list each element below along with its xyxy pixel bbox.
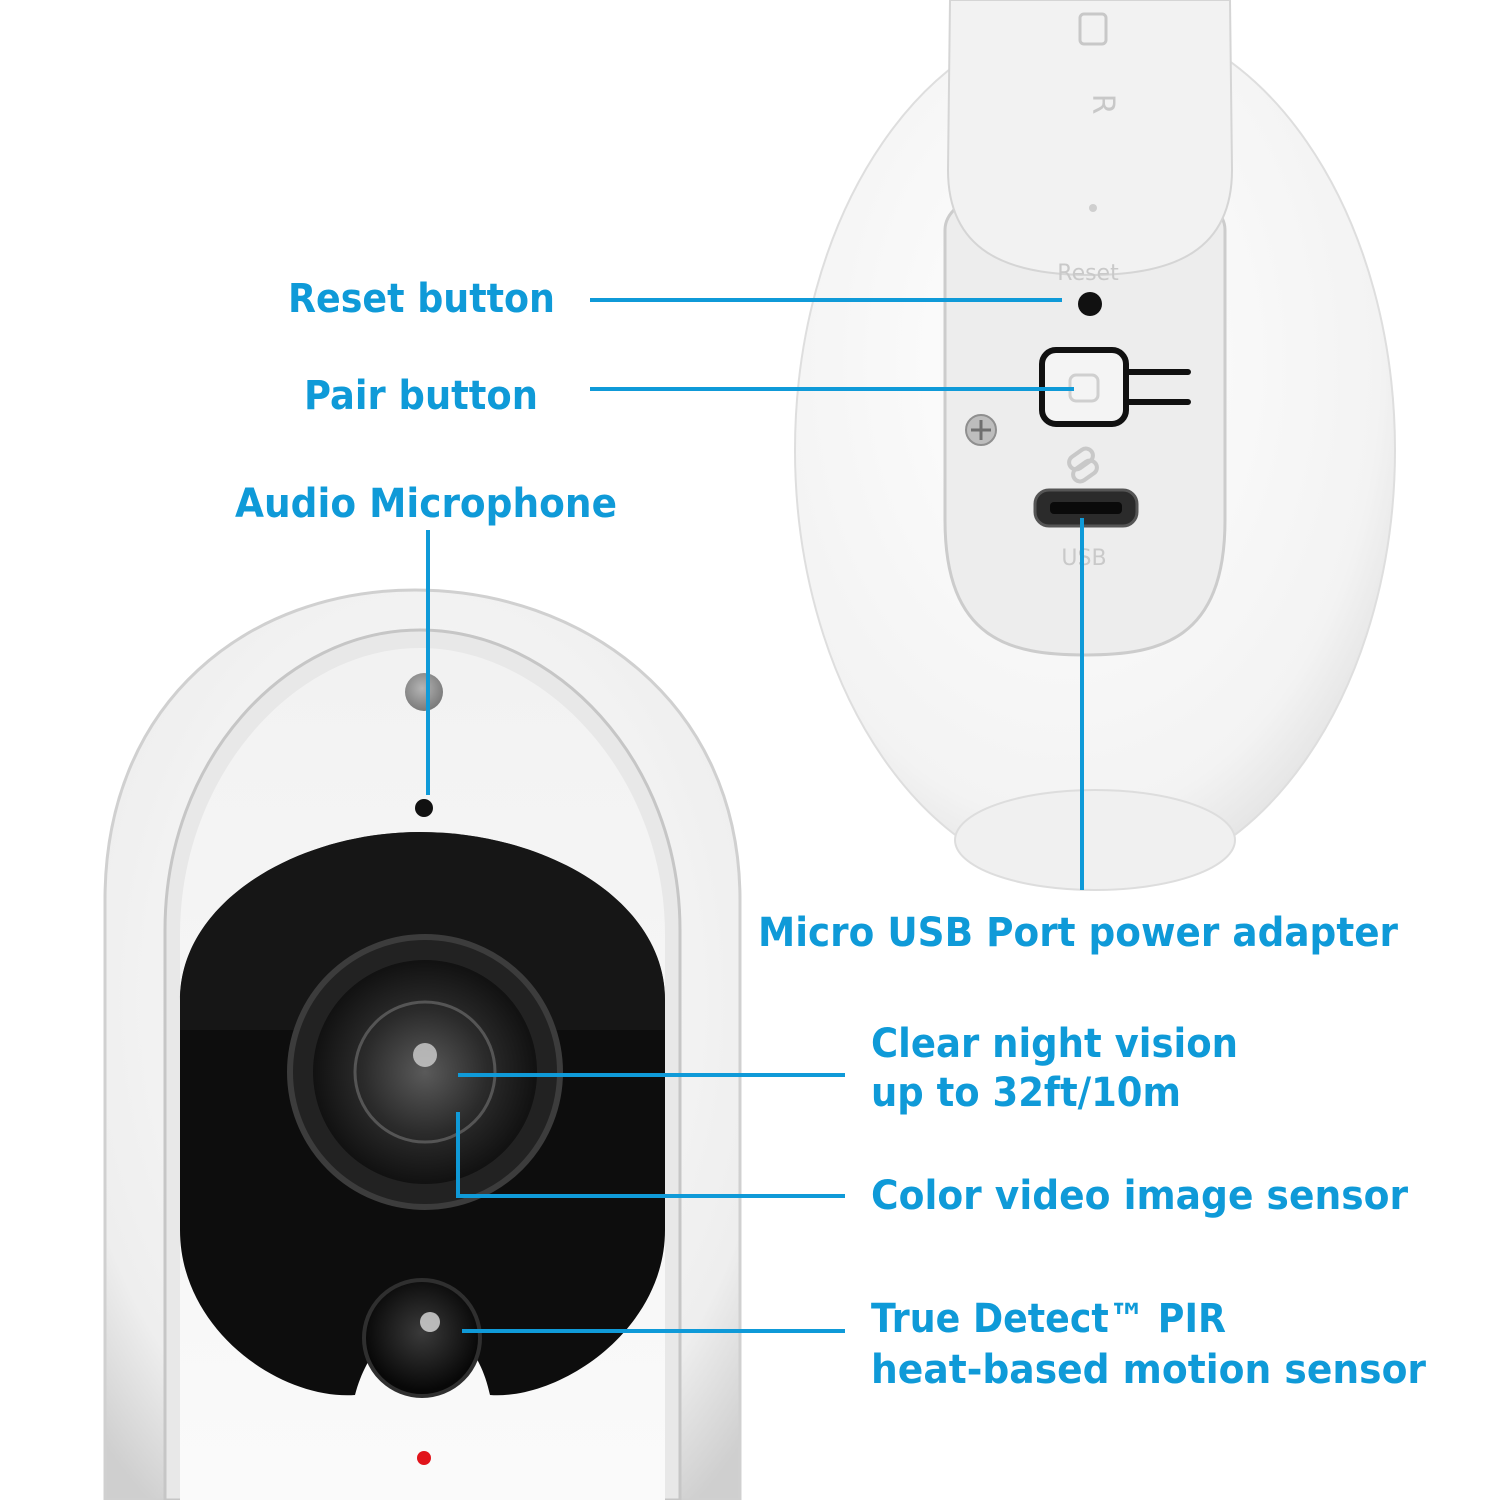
strap-embossed-r: R bbox=[1085, 94, 1120, 115]
label-night-line1: Clear night vision bbox=[871, 1021, 1238, 1067]
camera-lens-inner bbox=[353, 1000, 497, 1144]
ambient-light-sensor bbox=[405, 673, 443, 711]
pir-sensor-glint bbox=[420, 1312, 440, 1332]
pir-sensor bbox=[362, 1278, 482, 1398]
mount-device-back: R Reset USB bbox=[794, 0, 1396, 891]
label-night-line2: up to 32ft/10m bbox=[871, 1070, 1181, 1116]
label-pir-line1: True Detect™ PIR bbox=[871, 1296, 1226, 1342]
device-print-reset: Reset bbox=[1057, 261, 1119, 286]
screw-icon bbox=[965, 414, 997, 446]
strap-embossed-mark bbox=[1078, 12, 1108, 46]
camera-panel-glare bbox=[180, 832, 665, 1030]
status-led bbox=[417, 1451, 431, 1465]
camera-lens-core bbox=[413, 1043, 437, 1067]
camera-front bbox=[103, 588, 742, 1500]
reset-button[interactable] bbox=[1078, 292, 1102, 316]
microphone-hole bbox=[415, 799, 433, 817]
label-usb: Micro USB Port power adapter bbox=[758, 910, 1398, 956]
callout-labels: Reset button Pair button Audio Microphon… bbox=[235, 276, 1426, 1393]
pair-link-icon bbox=[1067, 446, 1099, 484]
label-sensor: Color video image sensor bbox=[871, 1173, 1408, 1219]
strap-embossed-dot bbox=[1089, 204, 1097, 212]
micro-usb-port-slot bbox=[1050, 502, 1122, 514]
camera-lens bbox=[313, 960, 537, 1184]
label-pair: Pair button bbox=[304, 373, 538, 419]
label-mic: Audio Microphone bbox=[235, 481, 617, 527]
pair-tool-pin bbox=[1123, 369, 1191, 405]
callout-lines bbox=[426, 298, 1084, 1333]
mount-strap bbox=[946, 0, 1234, 277]
leader-sensor bbox=[456, 1112, 845, 1198]
label-reset: Reset button bbox=[288, 276, 555, 322]
label-pir-line2: heat-based motion sensor bbox=[871, 1347, 1426, 1393]
mount-bottom-dimple bbox=[954, 789, 1236, 891]
